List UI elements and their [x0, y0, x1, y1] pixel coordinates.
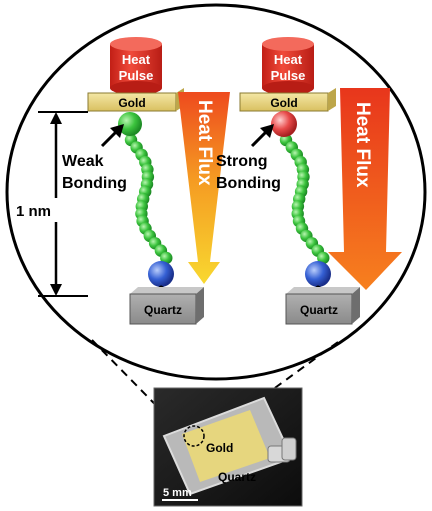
- left-assembly: Heat Pulse Gold Quartz Weak Bon: [62, 37, 230, 325]
- length-label: 1 nm: [16, 203, 51, 220]
- chain-bead: [160, 251, 173, 265]
- heat-pulse-cylinder-right: Heat Pulse: [262, 37, 314, 95]
- magnified-region-marker: [183, 425, 205, 447]
- heat-pulse-label-line1: Heat: [122, 52, 151, 67]
- heat-flux-arrow-left: Heat Flux: [178, 92, 230, 284]
- sample-photo: Gold Quartz 5 mm: [153, 387, 303, 507]
- bonding-label-line1: Strong: [216, 153, 268, 170]
- bonding-pointer-head-right: [260, 124, 274, 138]
- right-assembly: Heat Pulse Gold Quartz Strong Bonding: [216, 37, 402, 325]
- heat-flux-label: Heat Flux: [194, 100, 215, 186]
- gold-label: Gold: [118, 96, 145, 110]
- photo-scale-label: 5 mm: [163, 487, 192, 499]
- sample-clip: [267, 437, 297, 463]
- heat-pulse-label-line2: Pulse: [119, 68, 154, 83]
- strong-bond-bead: [271, 111, 297, 137]
- bonding-label-line2: Bonding: [216, 175, 281, 192]
- molecular-chain-right: [279, 133, 330, 265]
- chain-bead: [317, 251, 330, 265]
- gold-plate-right: Gold: [239, 88, 336, 112]
- quartz-block-right: Quartz: [285, 287, 360, 325]
- quartz-label: Quartz: [144, 303, 182, 317]
- heat-pulse-label-line1: Heat: [274, 52, 303, 67]
- gold-film: [182, 410, 270, 482]
- weak-bond-bead: [118, 112, 142, 136]
- gold-label: Gold: [270, 96, 297, 110]
- heat-pulse-label-line2: Pulse: [271, 68, 306, 83]
- anchor-bead-right: [305, 261, 331, 287]
- heat-flux-label: Heat Flux: [352, 102, 373, 188]
- heat-pulse-cylinder-left: Heat Pulse: [110, 37, 162, 95]
- molecular-chain-left: [124, 133, 173, 265]
- bonding-label-line2: Bonding: [62, 175, 127, 192]
- quartz-block-left: Quartz: [129, 287, 204, 325]
- photo-gold-label: Gold: [206, 441, 233, 455]
- anchor-bead-left: [148, 261, 174, 287]
- quartz-label: Quartz: [300, 303, 338, 317]
- heat-flux-arrow-right: Heat Flux: [328, 88, 402, 290]
- bonding-label-line1: Weak: [62, 153, 104, 170]
- length-scale-bar: 1 nm: [16, 111, 88, 297]
- bonding-pointer-head-left: [110, 124, 124, 138]
- photo-quartz-label: Quartz: [218, 470, 256, 484]
